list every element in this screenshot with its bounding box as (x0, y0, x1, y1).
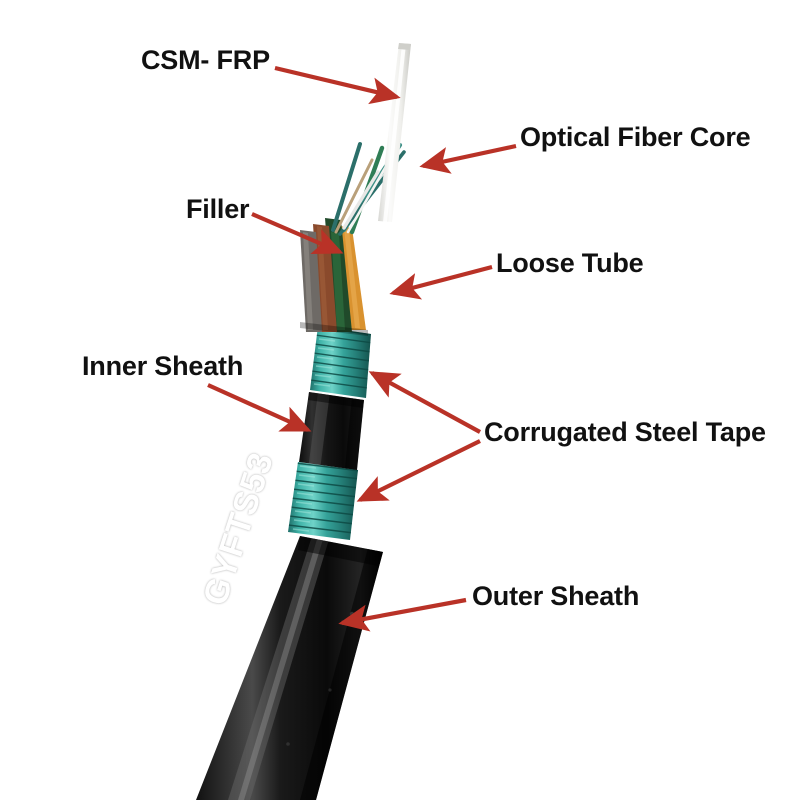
arrow-filler (251, 212, 344, 255)
label-optical-fiber-core: Optical Fiber Core (520, 122, 751, 152)
corrugated-steel-tape-upper (310, 326, 371, 398)
callout-arrows (207, 65, 517, 632)
loose-tube-bundle (300, 218, 368, 336)
label-inner-sheath: Inner Sheath (82, 351, 244, 381)
csm-frp-rod (378, 43, 411, 222)
label-filler: Filler (186, 194, 250, 224)
label-corrugated-steel-tape: Corrugated Steel Tape (484, 417, 766, 447)
corrugated-steel-tape-lower (288, 462, 358, 540)
label-loose-tube: Loose Tube (496, 248, 644, 278)
arrow-steel-tape-upper (368, 371, 482, 434)
arrow-outer-sheath (338, 597, 467, 632)
arrow-loose-tube (389, 264, 493, 300)
label-outer-sheath: Outer Sheath (472, 581, 640, 611)
arrow-steel-tape-lower (356, 439, 481, 502)
arrow-optical-core (419, 143, 517, 174)
label-csm-frp: CSM- FRP (141, 45, 270, 75)
outer-sheath-body (196, 536, 383, 800)
inner-sheath-body (299, 392, 364, 470)
arrow-inner-sheath (207, 383, 312, 432)
arrow-csm-frp (274, 65, 401, 105)
